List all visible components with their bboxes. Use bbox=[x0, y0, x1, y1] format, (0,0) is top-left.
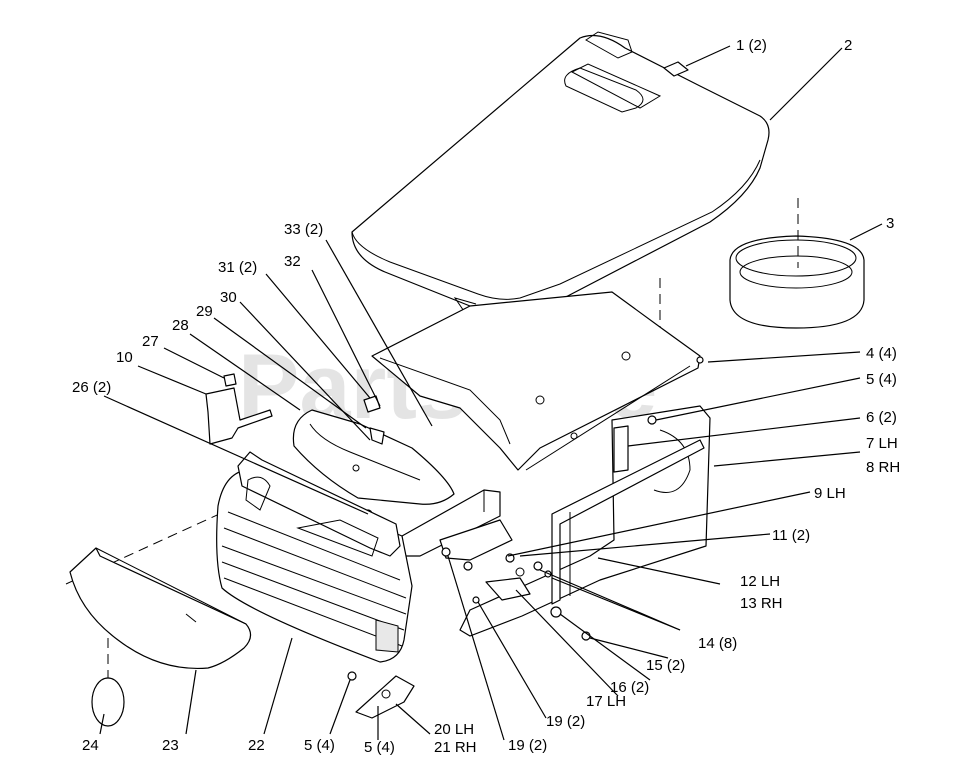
callout-16: 16 (2) bbox=[610, 679, 649, 696]
callout-19-bottom: 19 (2) bbox=[508, 737, 547, 754]
emblem-part bbox=[91, 677, 125, 727]
callout-27: 27 bbox=[142, 333, 159, 350]
callout-9: 9 LH bbox=[814, 485, 846, 502]
callout-33: 33 (2) bbox=[284, 221, 323, 238]
dash-panel-part bbox=[371, 291, 701, 471]
callout-labels: 1 (2) 2 3 4 (4) 5 (4) 6 (2) 7 LH 8 RH 9 … bbox=[72, 37, 900, 756]
callout-21: 21 RH bbox=[434, 739, 477, 756]
air-duct-part bbox=[292, 395, 455, 505]
side-panel-part bbox=[459, 405, 711, 637]
ring-part bbox=[729, 235, 865, 329]
callout-14: 14 (8) bbox=[698, 635, 737, 652]
rear-bracket-part bbox=[551, 439, 705, 605]
callout-32: 32 bbox=[284, 253, 301, 270]
callout-10: 10 bbox=[116, 349, 133, 366]
callout-26: 26 (2) bbox=[72, 379, 111, 396]
callout-19-right: 19 (2) bbox=[546, 713, 585, 730]
callout-5-bottom-right: 5 (4) bbox=[364, 739, 395, 756]
grille-part bbox=[216, 469, 413, 663]
leader-lines bbox=[99, 45, 883, 741]
pivot-bracket-part bbox=[485, 567, 531, 601]
callout-7: 7 LH bbox=[866, 435, 898, 452]
headlight-housing-part bbox=[237, 451, 401, 557]
callout-22: 22 bbox=[248, 737, 265, 754]
callout-15: 15 (2) bbox=[646, 657, 685, 674]
callout-5-top: 5 (4) bbox=[866, 371, 897, 388]
callout-20: 20 LH bbox=[434, 721, 474, 738]
callout-30: 30 bbox=[220, 289, 237, 306]
callout-6: 6 (2) bbox=[866, 409, 897, 426]
callout-4: 4 (4) bbox=[866, 345, 897, 362]
callout-5-bottom-left: 5 (4) bbox=[304, 737, 335, 754]
callout-17: 17 LH bbox=[586, 693, 626, 710]
latch-part bbox=[663, 61, 689, 77]
callout-13: 13 RH bbox=[740, 595, 783, 612]
bumper-part bbox=[69, 547, 252, 670]
callout-1: 1 (2) bbox=[736, 37, 767, 54]
front-bracket-part bbox=[205, 373, 273, 445]
callout-28: 28 bbox=[172, 317, 189, 334]
callout-24: 24 bbox=[82, 737, 99, 754]
callout-29: 29 bbox=[196, 303, 213, 320]
callout-12: 12 LH bbox=[740, 573, 780, 590]
lower-bracket-part bbox=[355, 675, 415, 719]
callout-31: 31 (2) bbox=[218, 259, 257, 276]
callout-11: 11 (2) bbox=[772, 527, 810, 544]
callout-23: 23 bbox=[162, 737, 179, 754]
callout-2: 2 bbox=[844, 37, 852, 54]
callout-8: 8 RH bbox=[866, 459, 900, 476]
callout-3: 3 bbox=[886, 215, 894, 232]
